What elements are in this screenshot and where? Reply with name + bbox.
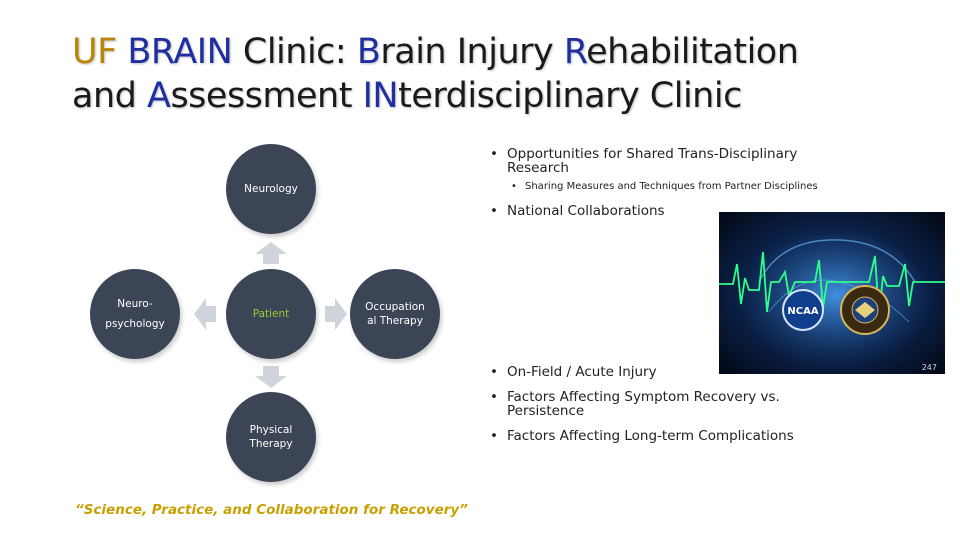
title-brain: BRAIN xyxy=(127,32,233,72)
occupational-therapy-label: Occupation al Therapy xyxy=(359,300,431,328)
slide-title: UF BRAIN Clinic: Brain Injury Rehabilita… xyxy=(72,30,932,118)
neuropsychology-label-line2: psychology xyxy=(105,318,165,330)
arrow-down-icon xyxy=(255,366,287,388)
title-line-1: UF BRAIN Clinic: Brain Injury Rehabilita… xyxy=(72,30,932,74)
neuropsychology-circle: Neuro- psychology xyxy=(90,269,180,359)
neuropsychology-label: Neuro- psychology xyxy=(99,297,170,331)
top-bullet-list: Opportunities for Shared Trans-Disciplin… xyxy=(485,147,845,229)
bullet-sharing-measures: Sharing Measures and Techniques from Par… xyxy=(485,181,905,193)
patient-circle: Patient xyxy=(226,269,316,359)
occupational-therapy-circle: Occupation al Therapy xyxy=(350,269,440,359)
ncaa-logo-icon xyxy=(782,289,824,331)
title-uf: UF xyxy=(72,32,117,72)
physical-therapy-label: Physical Therapy xyxy=(243,423,298,451)
occupational-label-line1: Occupation xyxy=(365,301,425,313)
arrow-left-icon xyxy=(194,298,216,330)
title-line-2: and Assessment INterdisciplinary Clinic xyxy=(72,74,932,118)
title-terdisciplinary: terdisciplinary Clinic xyxy=(398,76,742,116)
title-b: B xyxy=(356,32,381,72)
bullet-research: Opportunities for Shared Trans-Disciplin… xyxy=(485,147,845,175)
title-a: A xyxy=(146,76,171,116)
bullet-symptom-recovery: Factors Affecting Symptom Recovery vs. P… xyxy=(485,390,817,418)
title-and: and xyxy=(72,76,147,116)
physical-label-line1: Physical xyxy=(249,424,293,436)
neurology-circle: Neurology xyxy=(226,144,316,234)
neuropsychology-label-line1: Neuro- xyxy=(117,298,153,310)
occupational-label-line2: al Therapy xyxy=(367,315,423,327)
neurology-label: Neurology xyxy=(244,183,298,195)
arrow-up-icon xyxy=(255,242,287,264)
title-ssessment: ssessment xyxy=(170,76,363,116)
bullet-national-collaborations: National Collaborations xyxy=(485,204,845,218)
title-r: R xyxy=(563,32,587,72)
title-ehabilitation: ehabilitation xyxy=(586,32,799,72)
motto-text: “Science, Practice, and Collaboration fo… xyxy=(75,502,468,518)
title-in: IN xyxy=(362,76,399,116)
brain-ncaa-dod-image: NCAA 247 xyxy=(719,212,945,374)
bullet-acute-injury: On-Field / Acute Injury xyxy=(485,365,845,379)
title-clinic: Clinic: xyxy=(232,32,357,72)
arrow-right-icon xyxy=(325,298,347,330)
physical-therapy-circle: Physical Therapy xyxy=(226,392,316,482)
bullet-long-term: Factors Affecting Long-term Complication… xyxy=(485,429,845,443)
title-space xyxy=(117,32,128,72)
heartbeat-line-icon xyxy=(719,251,945,317)
bottom-bullet-list: On-Field / Acute Injury Factors Affectin… xyxy=(485,365,845,454)
brain-shape-icon xyxy=(745,234,929,370)
title-rain-injury: rain Injury xyxy=(380,32,564,72)
physical-label-line2: Therapy xyxy=(249,438,293,450)
patient-label: Patient xyxy=(252,308,290,320)
ncaa-text: NCAA xyxy=(787,306,818,317)
image-corner-text: 247 xyxy=(922,363,937,372)
